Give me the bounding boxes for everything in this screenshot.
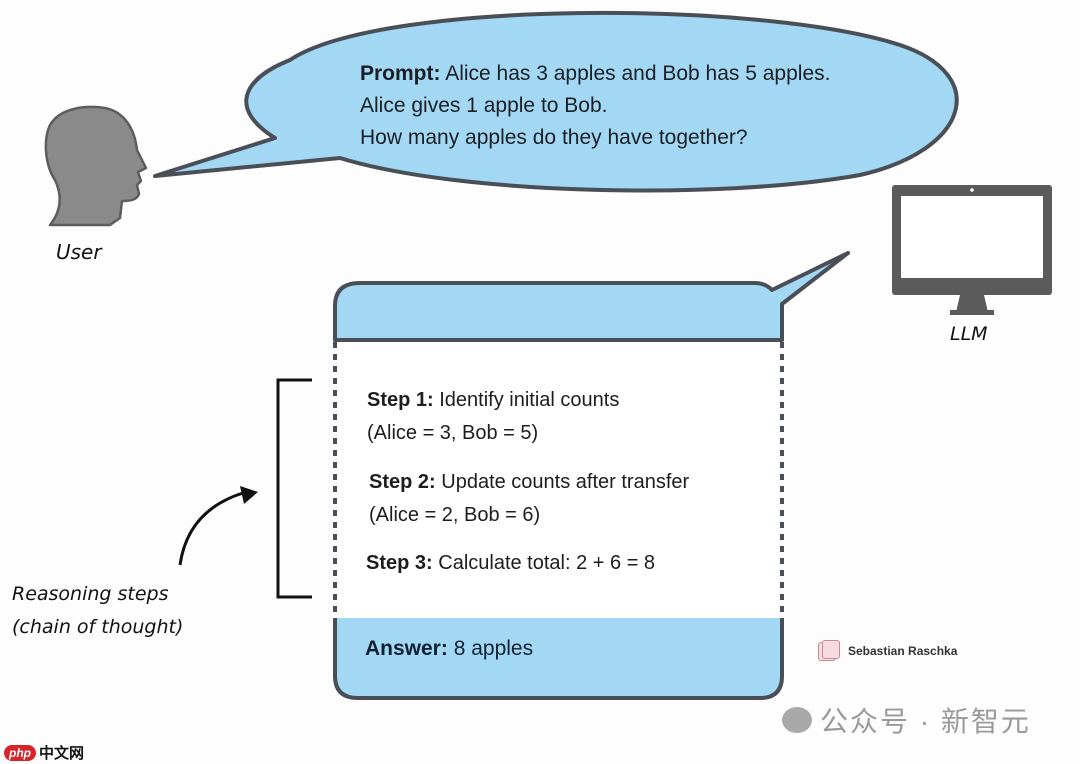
step-2: Step 2: Update counts after transfer (Al… [369, 466, 689, 532]
wechat-icon [782, 707, 812, 733]
response-box [333, 251, 850, 700]
php-cn-text: 中文网 [39, 745, 85, 762]
answer-text: 8 apples [453, 637, 534, 660]
reasoning-bracket [276, 378, 312, 599]
llm-label: LLM [950, 323, 988, 345]
author-name: Sebastian Raschka [848, 644, 958, 658]
answer: Answer: 8 apples [365, 637, 533, 661]
php-badge: php [4, 744, 36, 761]
wechat-watermark-text: 公众号 · 新智元 [820, 706, 1031, 737]
step-1-label: Step 1: [367, 389, 434, 411]
prompt-bubble [153, 10, 959, 193]
prompt-line-3: How many apples do they have together? [360, 126, 748, 149]
step-3-label: Step 3: [366, 552, 433, 574]
wechat-watermark: 公众号 · 新智元 [782, 700, 1031, 740]
monitor-icon [892, 185, 1052, 315]
user-head-icon [44, 105, 148, 227]
prompt-label: Prompt: [360, 62, 441, 85]
step-2-label: Step 2: [369, 471, 436, 493]
step-2-detail: (Alice = 2, Bob = 6) [369, 504, 541, 526]
php-cn-logo: php 中文网 [4, 742, 84, 763]
curved-arrow-icon [178, 486, 258, 566]
author-credit: Sebastian Raschka [818, 640, 957, 662]
prompt-line-1: Alice has 3 apples and Bob has 5 apples. [445, 62, 831, 85]
step-1-text: Identify initial counts [439, 389, 620, 411]
prompt-text: Prompt: Alice has 3 apples and Bob has 5… [360, 58, 830, 154]
notes-icon [818, 640, 840, 662]
reasoning-annotation-line-2: (chain of thought) [12, 616, 184, 638]
user-label: User [56, 240, 102, 264]
step-3-text: Calculate total: 2 + 6 = 8 [438, 552, 656, 574]
answer-label: Answer: [365, 637, 448, 660]
reasoning-annotation-line-1: Reasoning steps [12, 583, 169, 605]
step-3: Step 3: Calculate total: 2 + 6 = 8 [366, 547, 655, 580]
step-2-text: Update counts after transfer [441, 471, 690, 493]
step-1: Step 1: Identify initial counts (Alice =… [367, 384, 619, 450]
step-1-detail: (Alice = 3, Bob = 5) [367, 422, 539, 444]
prompt-line-2: Alice gives 1 apple to Bob. [360, 94, 608, 117]
reasoning-annotation: Reasoning steps (chain of thought) [12, 578, 183, 644]
